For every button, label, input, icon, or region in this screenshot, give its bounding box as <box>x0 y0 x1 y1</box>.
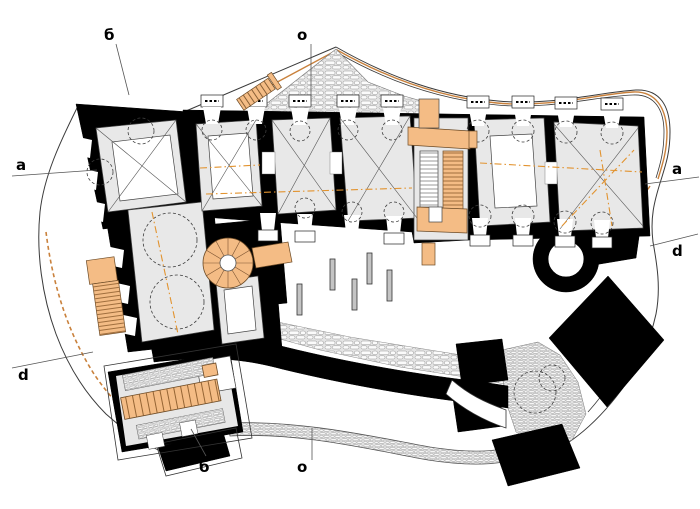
terrain-east-inner <box>337 52 665 179</box>
spiral-landing <box>251 241 293 269</box>
room-d-inner <box>489 133 538 209</box>
route-north <box>241 49 668 180</box>
nw-stair-treads <box>236 78 276 111</box>
wing-stair-step <box>201 362 219 378</box>
section-marker-right-d: d <box>649 233 699 260</box>
section-marker-bottom-o: o <box>297 428 313 476</box>
wing-stair-treads <box>120 379 222 420</box>
courtyard-bar <box>329 258 336 291</box>
section-label-bottom-o: o <box>297 458 307 476</box>
courtyard-bars <box>296 252 393 316</box>
stone-gate-area <box>501 341 587 450</box>
orange-dashdot-lines <box>151 149 643 335</box>
section-label-left-d: d <box>18 366 29 384</box>
stair-door-north <box>418 98 440 129</box>
section-label-right-a: a <box>672 160 682 178</box>
terrain-west <box>38 105 121 427</box>
section-marker-right-a: a <box>644 160 700 185</box>
room-small-southwest-inner <box>223 285 257 335</box>
room-d-niche <box>468 130 478 149</box>
spiral-staircase <box>202 237 293 289</box>
wall-gate-chunk-a <box>455 338 509 387</box>
interior-doorways <box>261 151 558 185</box>
section-label-top-b: б <box>104 26 114 44</box>
west-stair-treads <box>92 280 126 336</box>
nw-stair-wall <box>266 71 282 91</box>
wall-south-rampart <box>149 336 509 409</box>
window-notches-north <box>203 107 621 128</box>
courtyard-bar <box>296 283 303 316</box>
wall-bastion-diamond <box>548 275 665 408</box>
spiral-newel <box>219 254 237 272</box>
wall-wing-protrusion <box>157 431 231 472</box>
stair-flight-left-treads <box>420 151 438 207</box>
wing-window-2 <box>179 419 199 438</box>
courtyard-bar <box>366 252 373 285</box>
section-label-top-o: o <box>297 26 307 44</box>
stair-flight-right-treads <box>443 151 463 209</box>
wing-window-1 <box>146 432 165 450</box>
section-marker-left-d: d <box>11 351 94 384</box>
section-marker-top-b: б <box>104 26 130 96</box>
stair-landing-notch <box>428 206 443 223</box>
wall-gate-wedge <box>491 423 581 487</box>
west-facade-stair <box>85 256 127 336</box>
section-marker-top-o: o <box>297 26 312 102</box>
section-label-left-a: a <box>16 156 26 174</box>
northwest-small-stair <box>236 71 282 111</box>
section-label-right-d: d <box>672 242 683 260</box>
gate-passage <box>445 379 507 429</box>
section-marker-bottom-b: б <box>190 428 209 476</box>
section-markers: б o a a d d б o <box>11 26 700 476</box>
section-label-bottom-b: б <box>199 458 209 476</box>
courtyard-bar <box>386 269 393 302</box>
spiral-treads <box>203 238 253 288</box>
room-west-lower <box>127 201 215 343</box>
wing-outer-outline <box>103 343 253 461</box>
room-c <box>339 115 418 222</box>
stair-stub-south <box>421 242 436 266</box>
window-bays-south <box>257 229 613 249</box>
west-stair-landing <box>85 256 118 285</box>
stair-corridor <box>407 126 471 150</box>
courtyard-bar <box>351 278 358 311</box>
section-marker-left-a: a <box>11 156 98 177</box>
entrance-wing-stair <box>120 362 222 420</box>
wing-outlines <box>103 343 253 477</box>
wing-protrusion-outline <box>155 427 243 477</box>
central-staircase <box>407 98 471 266</box>
